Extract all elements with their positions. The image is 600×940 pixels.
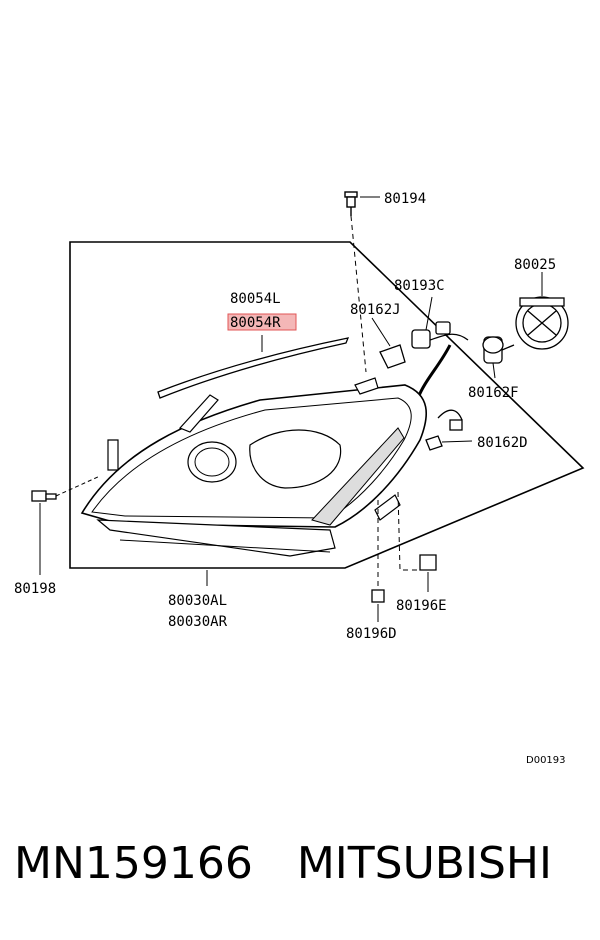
assembly-boundary [69,241,585,569]
label-80030AL: 80030AL [168,593,227,609]
clip-80196D [371,500,385,622]
label-80162F: 80162F [468,385,519,401]
label-80030AR: 80030AR [168,614,228,630]
bolt-80198 [31,475,101,575]
clip-80196E [397,491,437,592]
bulb-80162J [371,317,406,369]
label-80025: 80025 [514,257,556,273]
diagram-ref-code: D00193 [526,755,566,766]
footer-caption: MN159166 MITSUBISHI [14,838,552,889]
label-80196E: 80196E [396,598,447,614]
label-80193C: 80193C [394,278,445,294]
label-80194: 80194 [384,191,426,207]
label-80196D: 80196D [346,626,397,642]
label-80054R: 80054R [230,315,281,331]
label-80198: 80198 [14,581,56,597]
socket-80193C [411,296,469,399]
label-80162D: 80162D [477,435,528,451]
part-number: MN159166 [14,838,253,889]
label-80054L: 80054L [230,291,281,307]
molding-strip [157,335,350,399]
headlamp-housing [80,377,427,557]
bolt-80194 [344,191,380,373]
label-80162J: 80162J [350,302,401,318]
bulb-80162D [425,409,473,451]
socket-cover-80025 [515,272,569,350]
bulb-80162F [482,336,515,379]
brand-name: MITSUBISHI [296,838,552,889]
highlight-80054R [227,313,297,331]
